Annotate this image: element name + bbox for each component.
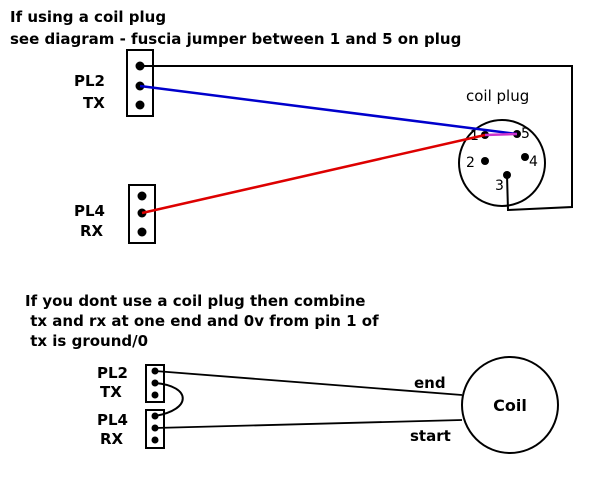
- red-rx-wire: [141, 133, 486, 215]
- coil-plug-pin-1-label: 1: [470, 128, 479, 144]
- pl4-pin-3: [137, 227, 147, 237]
- black-ground-wire: [140, 65, 573, 212]
- top-heading-line1: If using a coil plug: [10, 8, 166, 26]
- pl2-pin-3: [135, 100, 145, 110]
- bottom-heading-line3: tx is ground/0: [25, 332, 148, 350]
- coil-plug-pin-5-label: 5: [521, 126, 530, 142]
- top-heading-line2: see diagram - fuscia jumper between 1 an…: [10, 30, 461, 48]
- pl4-rx-label: RX: [80, 222, 104, 240]
- bottom-heading-line1: If you dont use a coil plug then combine: [25, 292, 365, 310]
- bottom-heading-line2: tx and rx at one end and 0v from pin 1 o…: [25, 312, 379, 330]
- bottom-pl2-label: PL2: [97, 364, 128, 382]
- blue-tx-wire: [139, 84, 518, 136]
- coil-plug-pin-2: [481, 157, 489, 165]
- bottom-pl2-pin-3: [151, 391, 159, 399]
- coil-plug-label: coil plug: [466, 87, 529, 105]
- bottom-pl4-rx-label: RX: [100, 430, 124, 448]
- fuscia-jumper: [484, 132, 518, 137]
- start-label: start: [410, 427, 451, 445]
- pl2-tx-label: TX: [83, 94, 105, 112]
- bottom-pl2-tx-label: TX: [100, 383, 122, 401]
- end-label: end: [414, 374, 446, 392]
- coil-plug-body: [458, 119, 546, 207]
- coil-plug-pin-4: [521, 153, 529, 161]
- bottom-pl4-label: PL4: [97, 411, 128, 429]
- pl4-connector: [128, 184, 156, 244]
- pl2-label: PL2: [74, 72, 105, 90]
- pl4-label: PL4: [74, 202, 105, 220]
- coil: [461, 356, 559, 454]
- coil-label: Coil: [493, 396, 527, 415]
- coil-plug-pin-3-label: 3: [495, 178, 504, 194]
- coil-plug-pin-2-label: 2: [466, 155, 475, 171]
- pl2-connector: [126, 49, 154, 117]
- start-wire: [154, 419, 463, 429]
- end-wire: [154, 370, 463, 396]
- pl4-pin-1: [137, 191, 147, 201]
- bottom-pl4-pin-3: [151, 436, 159, 444]
- bottom-tx-rx-jumper: [154, 382, 184, 417]
- bottom-pl4-connector: [145, 409, 165, 449]
- coil-plug-pin-4-label: 4: [529, 154, 538, 170]
